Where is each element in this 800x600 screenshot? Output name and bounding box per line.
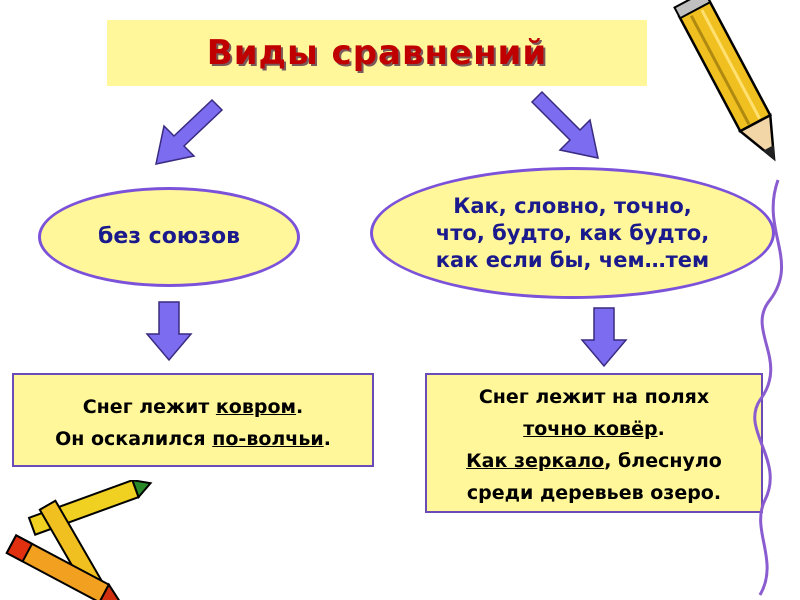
conjunction-line: что, будто, как будто, (435, 220, 710, 245)
example-line: Снег лежит ковром. (82, 396, 304, 418)
example-line: Он оскалился по-волчьи. (55, 428, 331, 450)
examples-left-box: Снег лежит ковром. Он оскалился по-волчь… (12, 373, 374, 467)
pencil-icon (673, 0, 784, 596)
oval-conjunctions: Как, словно, точно, что, будто, как будт… (370, 167, 775, 299)
crayons-icon (5, 480, 153, 600)
oval-right-label: Как, словно, точно, что, будто, как будт… (436, 193, 709, 274)
example-line: Снег лежит на полях (478, 386, 710, 408)
conjunction-line: как если бы, чем…тем (435, 247, 710, 272)
oval-left-label: без союзов (97, 224, 241, 249)
example-line: Как зеркало, блеснуло (466, 450, 722, 472)
arrow-down-right (530, 90, 599, 159)
example-line: точно ковёр. (523, 418, 665, 440)
title-box: Виды сравнений (107, 20, 647, 86)
arrow-down-left (155, 98, 224, 165)
conjunction-line: Как, словно, точно, (453, 193, 692, 218)
arrow-down-left-example (145, 301, 193, 362)
examples-right-box: Снег лежит на полях точно ковёр. Как зер… (425, 373, 763, 513)
arrow-down-right-example (580, 307, 628, 368)
example-line: среди деревьев озеро. (466, 482, 722, 504)
oval-no-conjunctions: без союзов (38, 187, 300, 287)
diagram-title: Виды сравнений (206, 33, 548, 73)
